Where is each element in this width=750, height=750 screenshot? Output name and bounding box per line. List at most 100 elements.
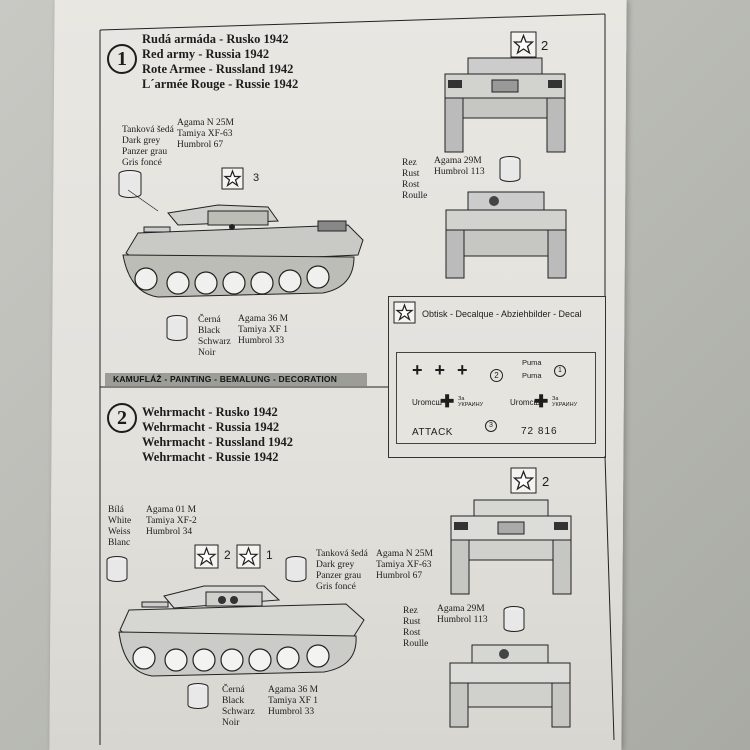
decal-slogan: Uromcш: [412, 398, 442, 407]
paint-name: Noir: [198, 348, 216, 358]
paint-code: Agama N 25M: [177, 118, 234, 128]
star-marker-icon: [510, 467, 537, 494]
paint-name: Gris foncé: [316, 582, 356, 592]
s2-white-codes: Agama 01 M Tamiya XF-2 Humbrol 34: [146, 505, 197, 538]
paint-name: Rost: [402, 180, 420, 190]
decal-slogan: Uromcш: [510, 398, 540, 407]
s2-grey-codes: Agama N 25M Tamiya XF-63 Humbrol 67: [376, 549, 433, 582]
paint-name: Noir: [222, 718, 240, 728]
marker-number: 2: [541, 38, 549, 53]
paint-pot-icon: [118, 170, 142, 198]
marker-number: 3: [253, 172, 260, 184]
rear-view-tank-icon: [445, 191, 567, 279]
paint-name: Panzer grau: [122, 147, 168, 157]
section1-title-fr: L´armée Rouge - Russie 1942: [142, 77, 299, 91]
paint-name: Gris foncé: [122, 158, 162, 168]
s1-rust-names: Rez Rust Rost Roulle: [402, 158, 427, 202]
paint-name: White: [108, 516, 132, 526]
decal-panel: [388, 296, 606, 458]
star-marker-icon: [236, 544, 261, 569]
paint-name: Schwarz: [222, 707, 255, 717]
section-bar-label: KAMUFLÁŽ - PAINTING - BEMALUNG - DECORAT…: [105, 373, 367, 386]
s2-rust-names: Rez Rust Rost Roulle: [403, 606, 428, 650]
section2-titles: Wehrmacht - Rusko 1942 Wehrmacht - Russi…: [142, 405, 293, 465]
decal-marker: 3: [485, 420, 497, 432]
star-marker-icon: [194, 544, 219, 569]
paint-pot-icon: [499, 156, 521, 182]
paint-code: Humbrol 113: [434, 167, 485, 177]
paint-pot-icon: [166, 315, 188, 341]
paint-code: Tamiya XF 1: [268, 696, 318, 706]
front-view-tank-icon: [444, 57, 566, 153]
paint-pot-icon: [285, 556, 307, 582]
paint-code: Tamiya XF-63: [177, 129, 233, 139]
paint-code: Agama 36 M: [238, 314, 289, 324]
decal-slogan-sub: За УКРАИНУ: [458, 396, 484, 408]
s1-grey-names: Tanková šedá Dark grey Panzer grau Gris …: [122, 125, 174, 169]
decal-puma: Puma: [522, 358, 542, 367]
section1-title-de: Rote Armee - Russland 1942: [142, 62, 294, 76]
paint-name: Roulle: [402, 191, 428, 201]
paint-code: Agama 36 M: [268, 685, 319, 695]
decal-marker: 1: [554, 365, 566, 377]
s2-rust-codes: Agama 29M Humbrol 113: [437, 604, 488, 626]
paint-name: Panzer grau: [316, 571, 362, 581]
paint-name: Dark grey: [122, 136, 161, 146]
paint-code: Agama N 25M: [376, 549, 433, 559]
decal-cross: ✚: [534, 392, 549, 411]
decal-crosses: +++: [412, 360, 480, 380]
paint-name: Black: [198, 326, 221, 336]
s2-grey-names: Tanková šedá Dark grey Panzer grau Gris …: [316, 549, 368, 593]
paint-code: Humbrol 33: [238, 336, 285, 346]
s1-black-names: Černá Black Schwarz Noir: [198, 315, 231, 359]
section1-title-en: Red army - Russia 1942: [142, 47, 270, 61]
s1-grey-codes: Agama N 25M Tamiya XF-63 Humbrol 67: [177, 118, 234, 151]
section2-title-de: Wehrmacht - Russland 1942: [142, 435, 294, 449]
paint-name: Rust: [402, 169, 420, 179]
marker-number: 2: [224, 548, 231, 562]
marker-number: 1: [266, 548, 273, 562]
paint-code: Agama 01 M: [146, 505, 197, 515]
side-view-tank-icon: [118, 585, 365, 677]
side-view-tank-icon: [122, 189, 364, 298]
star-marker-icon: [510, 31, 537, 58]
paint-name: Dark grey: [316, 560, 355, 570]
paint-pot-icon: [187, 683, 209, 709]
star-marker-icon: [221, 167, 244, 190]
decal-puma: Puma: [522, 371, 542, 380]
paint-code: Humbrol 113: [437, 615, 488, 625]
paint-pot-icon: [503, 606, 525, 632]
decal-marker: 2: [490, 369, 503, 382]
decal-header: Obtisk - Decalque - Abziehbilder - Decal: [422, 309, 582, 319]
section1-number: 1: [107, 44, 137, 74]
section2-title-en: Wehrmacht - Russia 1942: [142, 420, 280, 434]
paint-pot-icon: [106, 556, 128, 582]
paint-name: Bílá: [108, 505, 124, 515]
paint-name: Roulle: [403, 639, 429, 649]
decal-slogan-sub: За УКРАИНУ: [552, 396, 578, 408]
paint-code: Tamiya XF-2: [146, 516, 197, 526]
rear-view-tank-icon: [449, 644, 571, 728]
section1-title-cz: Rudá armáda - Rusko 1942: [142, 32, 289, 46]
paint-name: Rez: [402, 158, 417, 168]
paint-code: Humbrol 67: [376, 571, 423, 581]
front-view-tank-icon: [450, 499, 572, 595]
section2-title-fr: Wehrmacht - Russie 1942: [142, 450, 279, 464]
paint-name: Rez: [403, 606, 418, 616]
decal-brand: ATTACK: [412, 427, 453, 438]
decal-cross: ✚: [440, 392, 455, 411]
paint-name: Black: [222, 696, 245, 706]
star-marker-icon: [393, 301, 416, 324]
section2-title-cz: Wehrmacht - Rusko 1942: [142, 405, 278, 419]
marker-number: 2: [542, 474, 550, 489]
paint-name: Rost: [403, 628, 421, 638]
paint-name: Černá: [222, 685, 245, 695]
decal-code: 72 816: [521, 426, 558, 437]
paint-code: Humbrol 33: [268, 707, 315, 717]
paint-name: Weiss: [108, 527, 131, 537]
paint-code: Humbrol 34: [146, 527, 193, 537]
paint-code: Agama 29M: [437, 604, 485, 614]
paint-name: Tanková šedá: [316, 549, 368, 559]
s1-rust-codes: Agama 29M Humbrol 113: [434, 156, 485, 178]
